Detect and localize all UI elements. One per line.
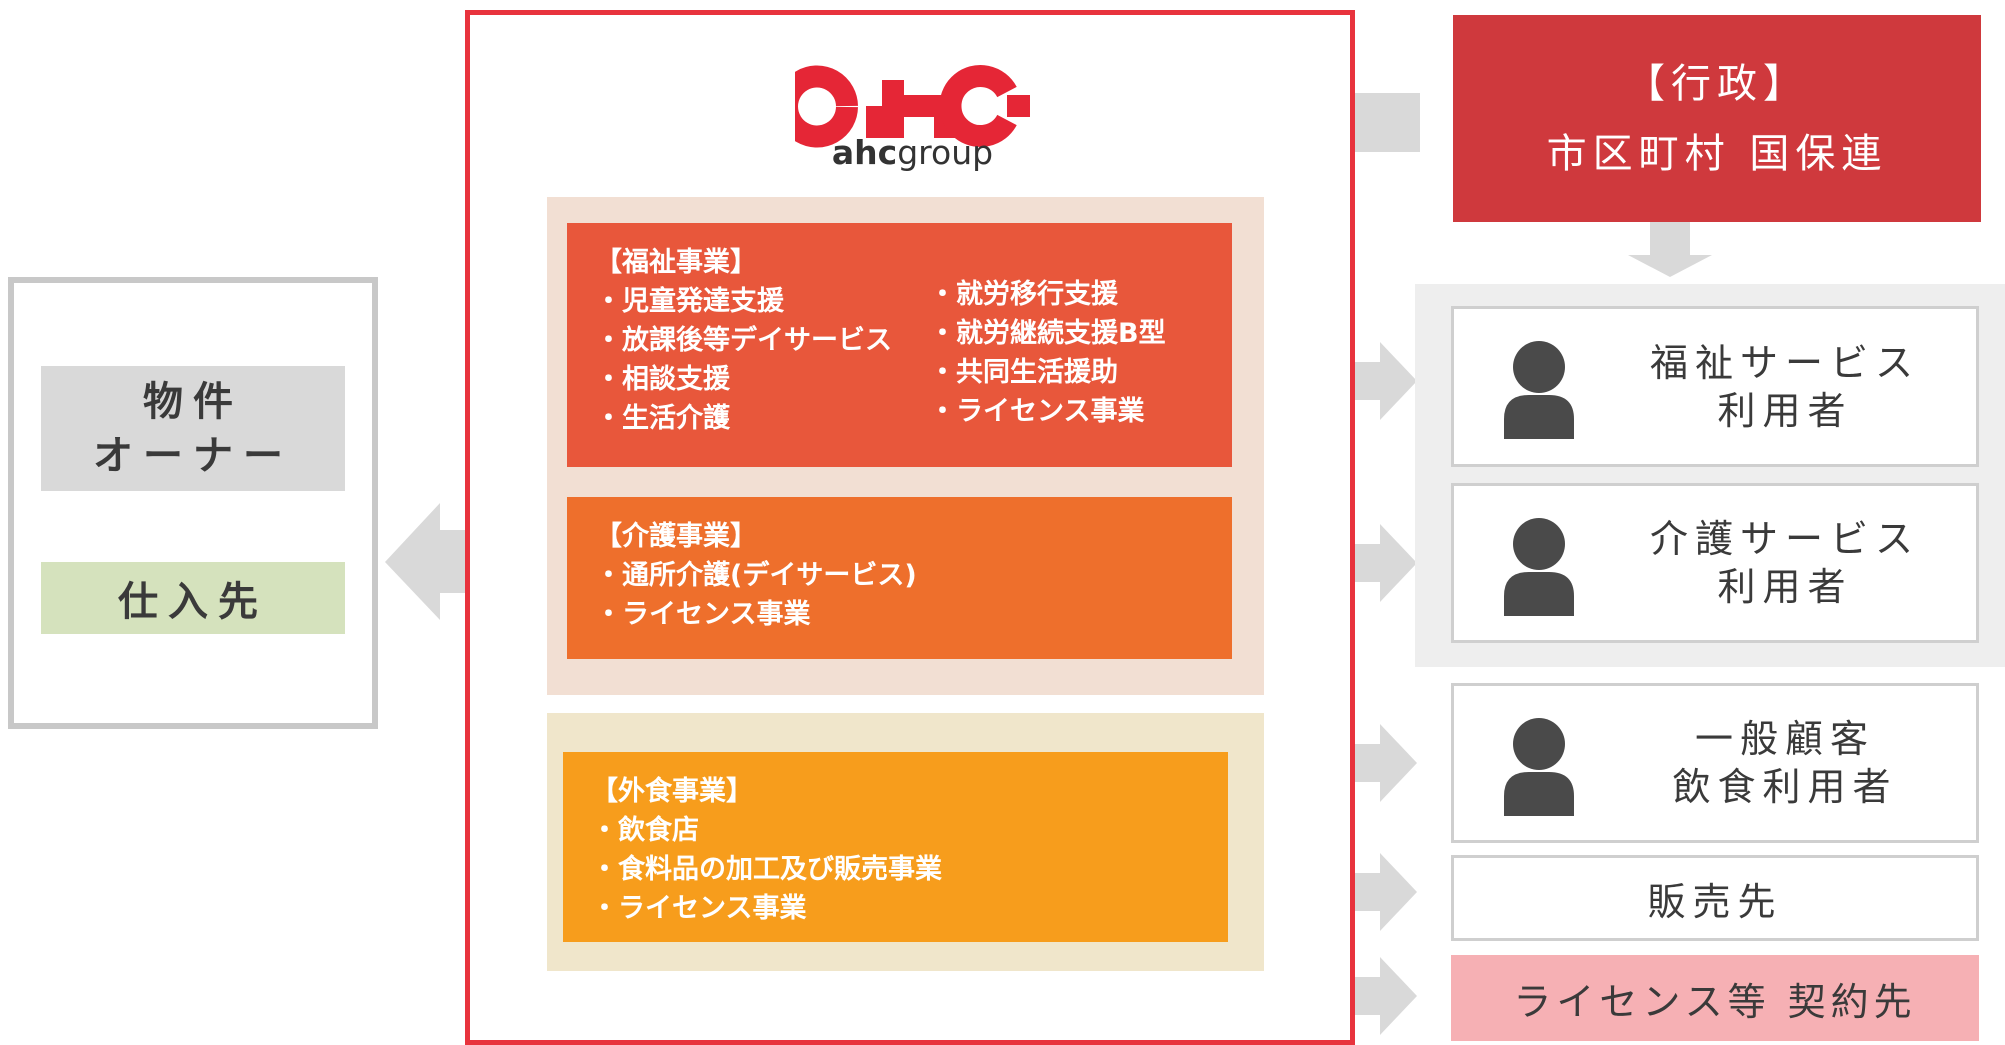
nursing-heading: 【介護事業】: [595, 521, 757, 552]
nursing-item: ライセンス事業: [595, 595, 1204, 634]
welfare-item: ライセンス事業: [929, 392, 1166, 431]
welfare-business-box: 【福祉事業】 児童発達支援 放課後等デイサービス 相談支援 生活介護 就労移行支…: [567, 223, 1232, 467]
welfare-item: 共同生活援助: [929, 353, 1166, 392]
property-owner-line-2: オーナー: [93, 432, 293, 479]
general-customer-card: 一般顧客 飲食利用者: [1451, 683, 1979, 843]
sales-destination-label: 販売先: [1647, 879, 1783, 924]
general-user-label: 一般顧客 飲食利用者: [1594, 686, 1976, 840]
person-icon: [1504, 518, 1574, 616]
welfare-service-user-card: 福祉サービス 利用者: [1451, 306, 1979, 467]
nursing-service-user-card: 介護サービス 利用者: [1451, 483, 1979, 643]
property-owner-box: 物件 オーナー: [41, 366, 345, 491]
food-item: 食料品の加工及び販売事業: [591, 850, 1200, 889]
welfare-item: 就労継続支援B型: [929, 314, 1166, 353]
welfare-item: 相談支援: [595, 360, 1204, 399]
food-item: 飲食店: [591, 811, 1200, 850]
nursing-user-label: 介護サービス 利用者: [1594, 486, 1976, 640]
government-box: 【行政】 市区町村 国保連: [1453, 15, 1981, 222]
sales-destination-box: 販売先: [1451, 855, 1979, 941]
ahc-logo: [795, 65, 1030, 148]
welfare-heading: 【福祉事業】: [595, 247, 757, 278]
food-business-box: 【外食事業】 飲食店 食料品の加工及び販売事業 ライセンス事業: [563, 752, 1228, 942]
government-entities: 市区町村 国保連: [1546, 130, 1888, 177]
welfare-item: 就労移行支援: [929, 275, 1166, 314]
welfare-user-label: 福祉サービス 利用者: [1594, 309, 1976, 464]
food-heading: 【外食事業】: [591, 776, 753, 807]
logo-wordmark: ahcgroup: [795, 132, 1030, 172]
nursing-business-box: 【介護事業】 通所介護(デイサービス) ライセンス事業: [567, 497, 1232, 659]
welfare-user-line-1: 福祉サービス: [1649, 340, 1920, 385]
logo-suffix: group: [897, 132, 994, 172]
welfare-user-line-2: 利用者: [1717, 388, 1853, 433]
license-destination-label: ライセンス等 契約先: [1513, 979, 1917, 1024]
nursing-user-line-1: 介護サービス: [1649, 517, 1920, 561]
welfare-item: 児童発達支援: [595, 282, 1204, 321]
food-item: ライセンス事業: [591, 889, 1200, 928]
welfare-item: 生活介護: [595, 399, 1204, 438]
property-owner-line-1: 物件: [143, 378, 243, 425]
supplier-label: 仕入先: [118, 579, 268, 625]
nursing-item: 通所介護(デイサービス): [595, 556, 1204, 595]
general-user-line-2: 飲食利用者: [1672, 765, 1898, 809]
license-destination-box: ライセンス等 契約先: [1451, 955, 1979, 1041]
welfare-item: 放課後等デイサービス: [595, 321, 1204, 360]
supplier-box: 仕入先: [41, 562, 345, 634]
person-icon: [1504, 718, 1574, 816]
person-icon: [1504, 341, 1574, 439]
nursing-user-line-2: 利用者: [1717, 565, 1853, 609]
owner-supplier-box: [8, 277, 378, 729]
general-user-line-1: 一般顧客: [1694, 717, 1875, 761]
logo-brand: ahc: [831, 132, 898, 172]
government-label: 【行政】: [1625, 60, 1809, 107]
welfare-column-2: 就労移行支援 就労継続支援B型 共同生活援助 ライセンス事業: [929, 275, 1166, 431]
